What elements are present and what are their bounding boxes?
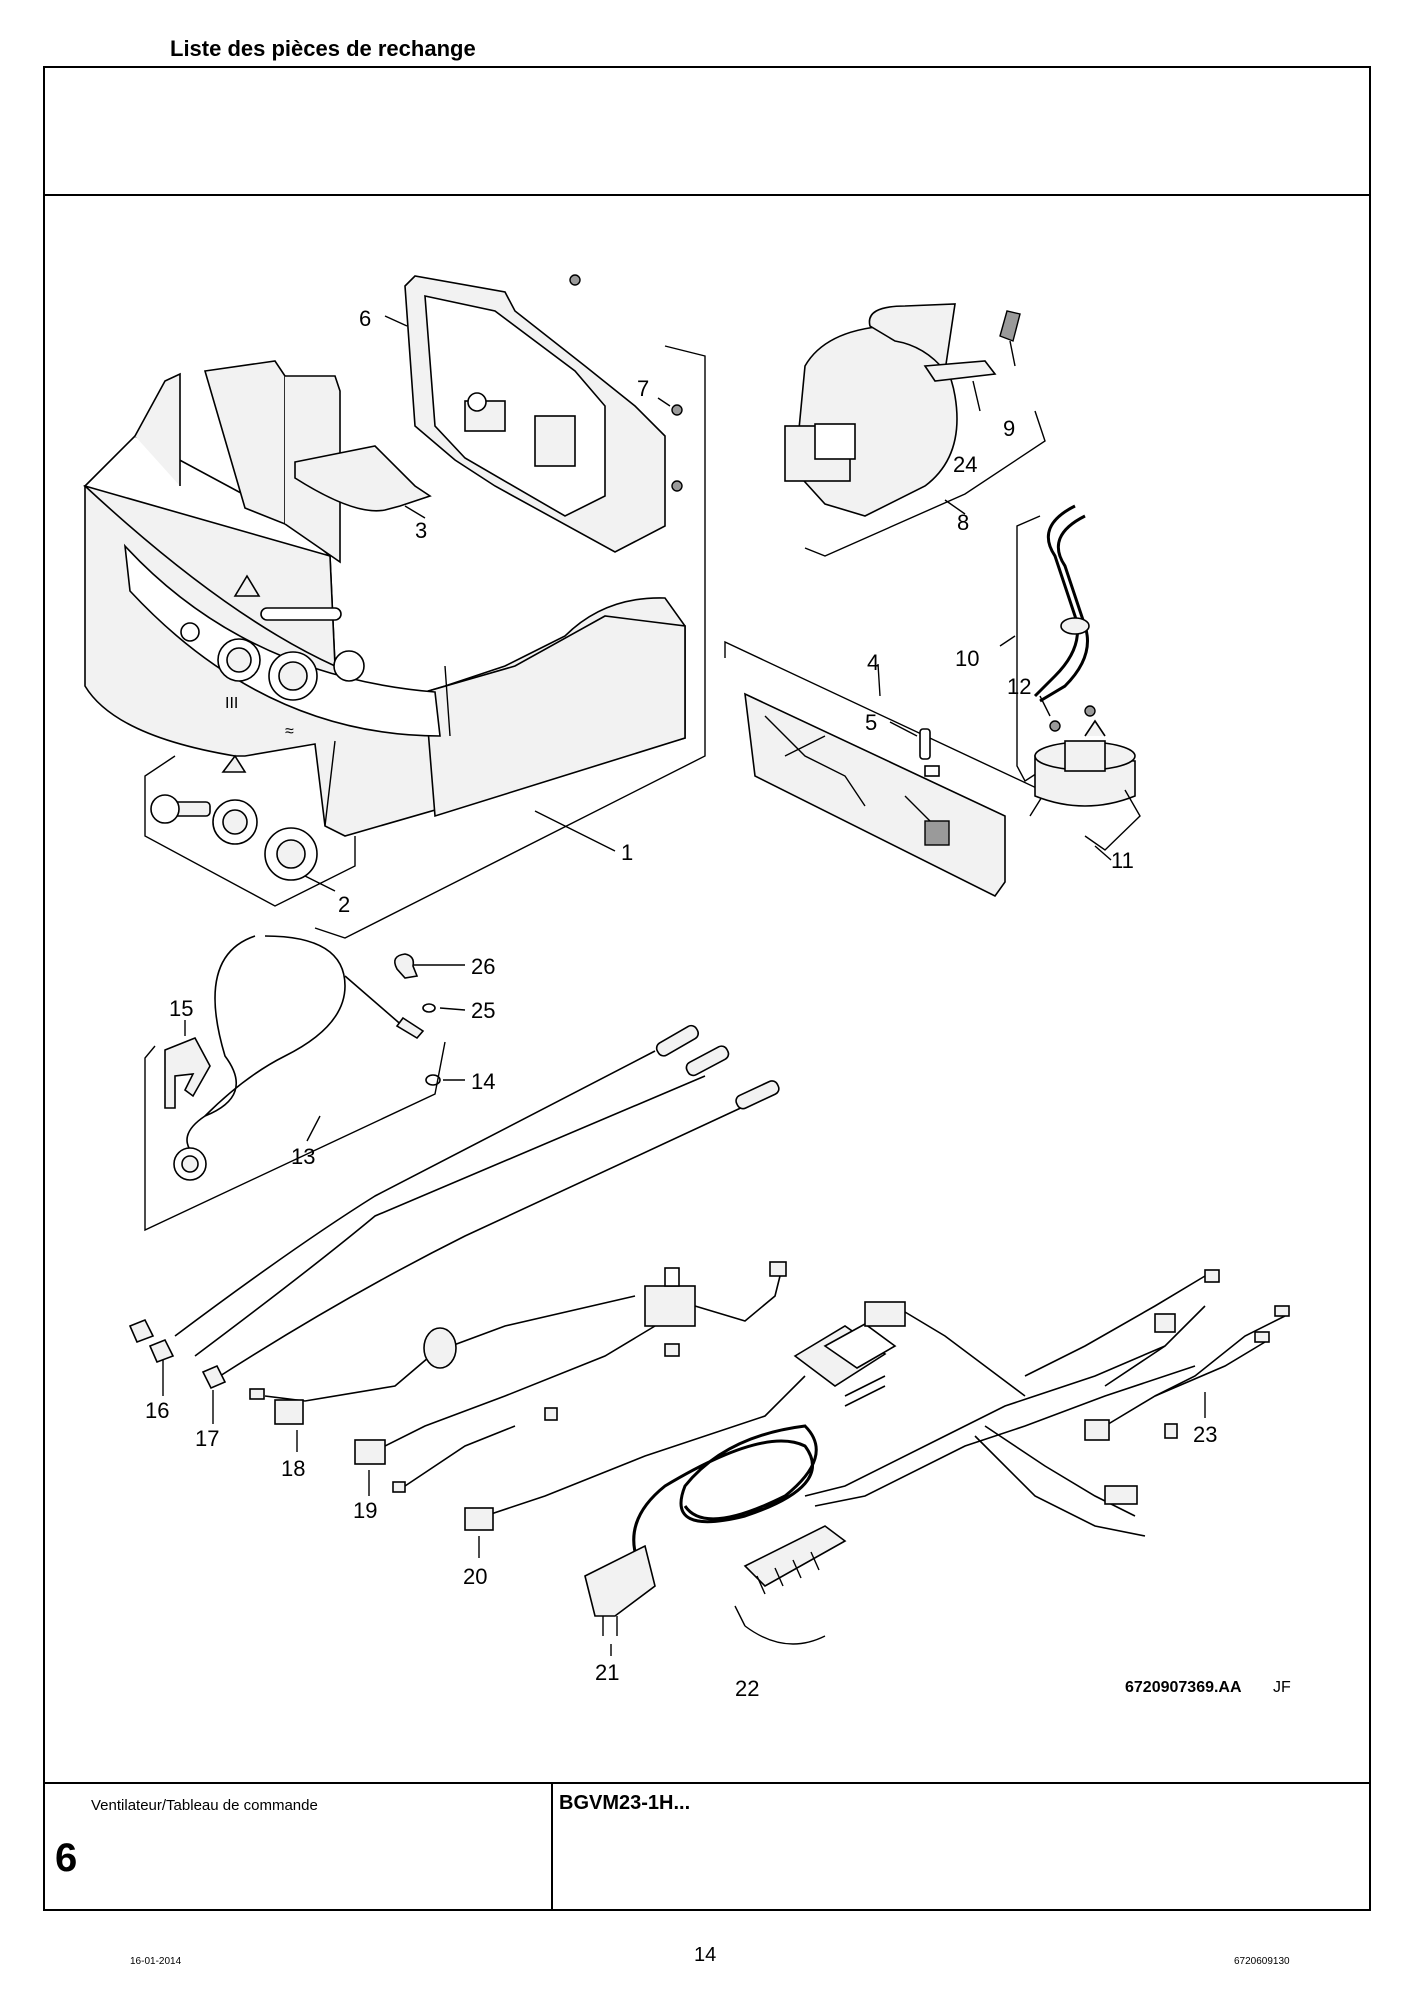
fuse-part: 5 [865, 710, 931, 760]
callout-23: 23 [1193, 1422, 1217, 1447]
callout-13: 13 [291, 1144, 315, 1169]
indicator-light-icon [180, 622, 200, 642]
callout-7: 7 [637, 376, 649, 401]
svg-text:≈: ≈ [285, 723, 294, 740]
drawing-author: JF [1273, 1679, 1291, 1696]
screw-icon [569, 274, 581, 286]
callout-12: 12 [1007, 674, 1031, 699]
callout-9: 9 [1003, 416, 1015, 441]
probe-cables-part: 16 17 [128, 1024, 780, 1451]
drawing-reference: 6720907369.AA JF [1125, 1679, 1291, 1696]
callout-21: 21 [595, 1660, 619, 1685]
callout-4: 4 [867, 650, 879, 675]
fan-part: 9 24 8 [784, 303, 1046, 557]
hoses-part: 10 [955, 504, 1090, 783]
item-1-callout: 1 [314, 345, 706, 939]
mains-plug-icon [584, 1544, 656, 1617]
screws-part: 7 [569, 274, 683, 492]
knobs-part: 2 [144, 754, 356, 917]
callout-3: 3 [415, 518, 427, 543]
callout-5: 5 [865, 710, 877, 735]
svg-text:III: III [225, 695, 238, 712]
callout-24: 24 [953, 452, 977, 477]
callout-10: 10 [955, 646, 979, 671]
cover-plate-part: 3 [294, 445, 432, 543]
callout-15: 15 [169, 996, 193, 1021]
callout-20: 20 [463, 1564, 487, 1589]
ignition-unit-part: 12 11 [1007, 674, 1141, 873]
section-box: Ventilateur/Tableau de commande 6 [45, 1784, 551, 1911]
cable-20-part: 20 [463, 1323, 897, 1589]
exploded-parts-diagram: III ≈ 1 2 3 6 7 [83, 274, 1291, 1696]
control-box-part: 6 [359, 275, 666, 553]
fuse-icon [919, 728, 931, 760]
warning-triangle-icon [233, 574, 261, 597]
casing-part: III ≈ [83, 360, 686, 837]
cable-23-part: 23 [1084, 1305, 1290, 1447]
section-label: Ventilateur/Tableau de commande [91, 1797, 318, 1814]
pcb-part: 4 [724, 640, 1047, 898]
screw-icon [1084, 705, 1096, 717]
callout-26: 26 [471, 954, 495, 979]
cable-18-part: 18 [249, 1295, 636, 1481]
footer-split [551, 1782, 553, 1911]
reset-button-icon [333, 650, 365, 682]
callout-18: 18 [281, 1456, 305, 1481]
callout-11: 11 [1111, 848, 1134, 873]
callout-8: 8 [957, 510, 969, 535]
callout-22: 22 [735, 1676, 759, 1696]
section-number: 6 [55, 1836, 78, 1880]
pressure-nipple-icon [999, 310, 1021, 342]
drawing-reference-number: 6720907369.AA [1125, 1679, 1242, 1696]
callout-17: 17 [195, 1426, 219, 1451]
model-box: BGVM23-1H... [553, 1784, 1371, 1911]
callout-2: 2 [338, 892, 350, 917]
model-name: BGVM23-1H... [559, 1792, 691, 1814]
page-frame: Ventilateur/Tableau de commande 6 BGVM23… [43, 66, 1371, 1911]
page-number: 14 [694, 1944, 717, 1966]
sensor-cable-part: 26 25 14 13 15 [144, 935, 495, 1232]
callout-19: 19 [353, 1498, 377, 1523]
callout-25: 25 [471, 998, 495, 1023]
callout-14: 14 [471, 1069, 495, 1094]
ribbon-harness-part: 22 [734, 1269, 1220, 1696]
screw-icon [1049, 720, 1061, 732]
screw-icon [671, 480, 683, 492]
screw-icon [671, 404, 683, 416]
cable-19-part: 19 [353, 1261, 787, 1523]
footer-divider [45, 1782, 1369, 1784]
footer-document-number: 6720609130 [1234, 1956, 1290, 1967]
callout-6: 6 [359, 306, 371, 331]
header-divider [45, 194, 1369, 196]
footer-date: 16-01-2014 [130, 1956, 182, 1967]
page-title: Liste des pièces de rechange [170, 36, 476, 61]
power-cord-part: 21 [584, 1424, 818, 1685]
callout-16: 16 [145, 1398, 169, 1423]
callout-1: 1 [621, 840, 633, 865]
